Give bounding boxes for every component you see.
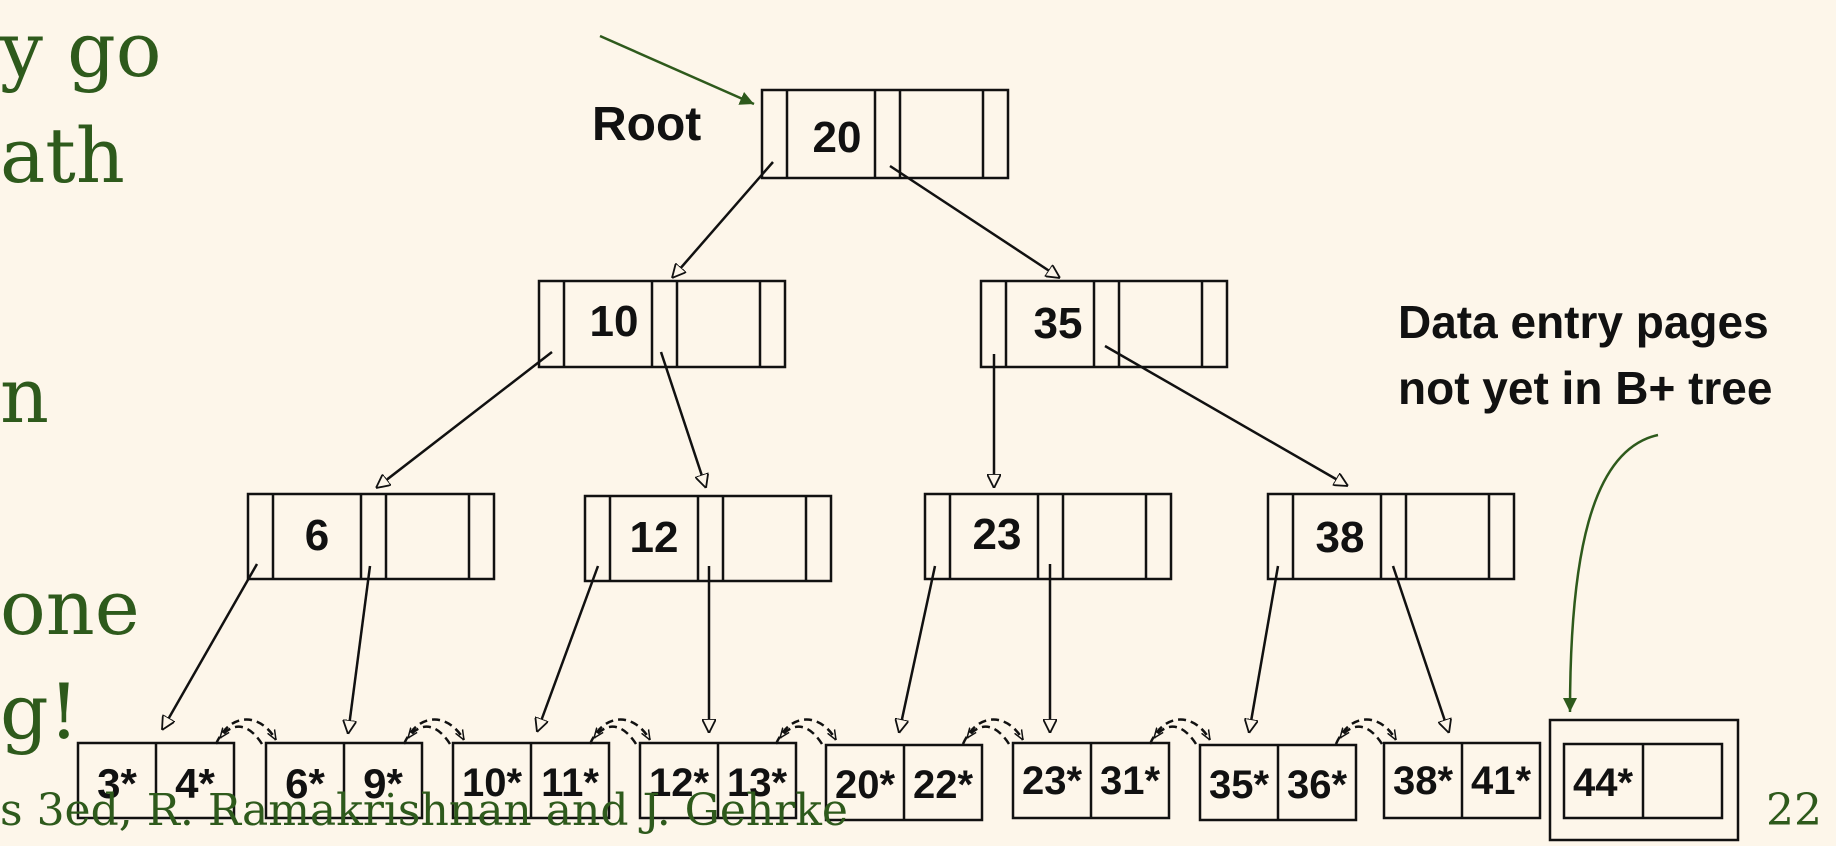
leaf-entry: 35* xyxy=(1209,763,1269,807)
note-line-1: Data entry pages xyxy=(1398,296,1769,348)
leaf-entry: 10* xyxy=(462,761,522,805)
leaf-page-2: 6* 9* xyxy=(264,741,424,820)
edge-6-to-leaf1 xyxy=(160,563,259,730)
leaf-page-3: 10* 11* xyxy=(451,741,611,820)
footer-credit: s 3ed, R. Ramakrishnan and J. Gehrke xyxy=(0,785,848,836)
leaf-entry: 12* xyxy=(649,761,709,805)
leaf-page-4: 12* 13* xyxy=(638,741,798,820)
root-pointer-arrow xyxy=(599,34,755,106)
edge-10-to-12 xyxy=(659,351,706,488)
edge-root-to-35 xyxy=(889,164,1060,278)
leaf-page-5: 20* 22* xyxy=(824,743,984,822)
note-pointer-arrow xyxy=(1563,433,1659,713)
edge-12-to-leaf3 xyxy=(537,565,600,732)
node-level2-1-key: 6 xyxy=(305,511,329,560)
edge-root-to-10 xyxy=(672,161,774,278)
root-node-key: 20 xyxy=(813,113,862,162)
node-level1-2-key: 35 xyxy=(1034,299,1083,348)
leaf-entry: 31* xyxy=(1100,759,1160,803)
root-node: 20 xyxy=(760,88,1010,180)
node-level2-3: 23 xyxy=(923,492,1173,581)
slide-text-line-3: n xyxy=(0,351,49,440)
edge-35-to-38 xyxy=(1104,344,1348,488)
node-level1-2: 35 xyxy=(979,279,1229,369)
leaf-entry: 6* xyxy=(285,760,325,807)
edge-23-to-leaf5 xyxy=(899,565,937,733)
leaf-entry: 38* xyxy=(1393,759,1453,803)
leaf-entry: 36* xyxy=(1287,763,1347,807)
note-line-2: not yet in B+ tree xyxy=(1398,362,1772,414)
leaf-page-8: 38* 41* xyxy=(1382,741,1542,820)
root-label: Root xyxy=(592,98,701,151)
node-level2-1: 6 xyxy=(246,492,496,581)
leaf-page-6: 23* 31* xyxy=(1011,741,1171,820)
leaf-page-7: 35* 36* xyxy=(1198,743,1358,822)
sibling-links xyxy=(214,718,1398,745)
leaf-entry: 22* xyxy=(913,763,973,807)
slide-text-line-5: g! xyxy=(0,667,80,756)
node-level2-2-key: 12 xyxy=(630,513,679,562)
node-level1-1: 10 xyxy=(537,279,787,369)
edge-38-to-leaf7 xyxy=(1249,565,1280,733)
leaf-entry: 11* xyxy=(541,761,599,805)
leaf-entry: 3* xyxy=(97,760,137,807)
pending-data-page: 44* xyxy=(1548,718,1740,842)
leaf-entry: 4* xyxy=(175,760,215,807)
node-level2-4: 38 xyxy=(1266,492,1516,581)
edge-38-to-leaf8 xyxy=(1391,565,1449,733)
node-level2-4-key: 38 xyxy=(1316,513,1365,562)
slide-text-line-4: one xyxy=(0,563,140,652)
leaf-page-1: 3* 4* xyxy=(76,741,236,820)
leaf-entry: 41* xyxy=(1471,759,1531,803)
edge-10-to-6 xyxy=(376,351,553,488)
leaf-entry: 23* xyxy=(1022,759,1082,803)
slide-text-line-1: y go xyxy=(0,5,162,94)
page-number: 22 xyxy=(1766,785,1822,836)
node-level2-3-key: 23 xyxy=(973,510,1022,559)
node-level1-1-key: 10 xyxy=(590,297,639,346)
slide-text-line-2: ath xyxy=(0,111,125,200)
leaf-entry: 9* xyxy=(363,760,403,807)
leaf-entry: 13* xyxy=(727,761,787,805)
edge-6-to-leaf2 xyxy=(348,565,372,734)
pending-entry: 44* xyxy=(1573,761,1633,805)
leaf-entry: 20* xyxy=(835,763,895,807)
